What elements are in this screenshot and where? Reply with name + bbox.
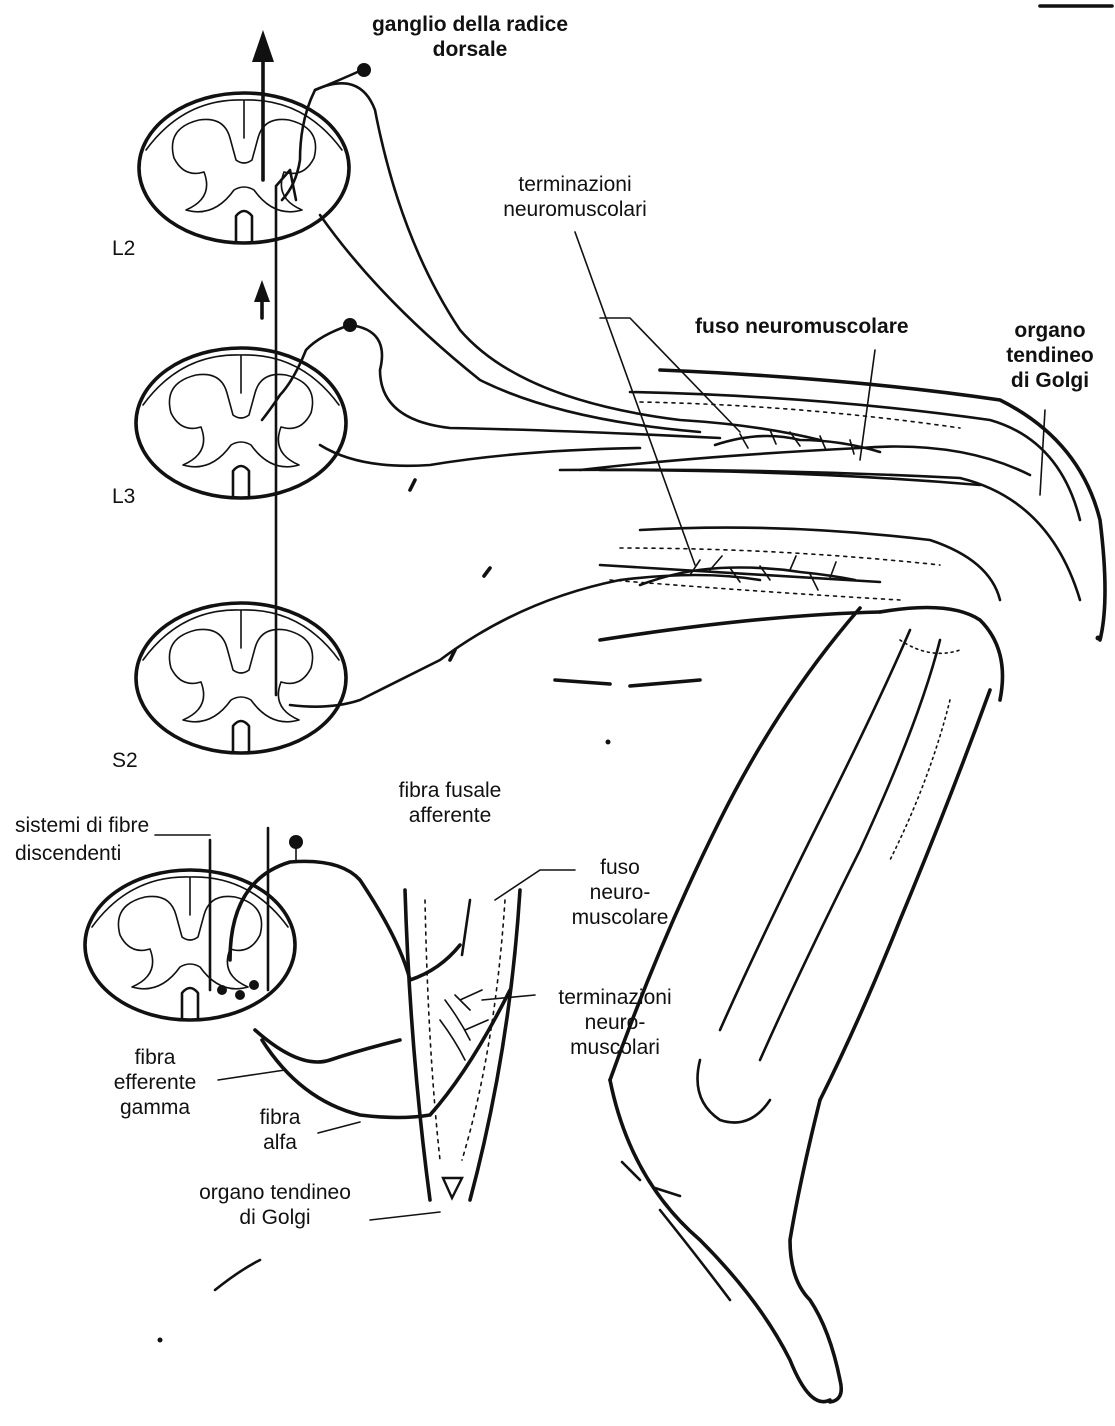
label-golgi-tendon-organ-bottom: organo tendineo di Golgi [160, 1180, 390, 1230]
label-dorsal-root-ganglion: ganglio della radice dorsale [335, 12, 605, 62]
label-muscle-spindle-bottom: fuso neuro- muscolare [560, 855, 680, 930]
foot [610, 1080, 841, 1402]
leader-alfa [318, 1122, 360, 1133]
spinal-cord-detail [85, 870, 295, 1020]
label-gamma-efferent-fiber: fibra efferente gamma [85, 1045, 225, 1120]
spinal-cord-L3 [136, 348, 346, 498]
label-segment-S2: S2 [112, 748, 138, 773]
label-segment-L2: L2 [112, 236, 135, 261]
leader-terminazioni-top [575, 232, 695, 565]
label-afferent-spindle-fiber: fibra fusale afferente [365, 778, 535, 828]
label-descending-fiber-systems: sistemi di fibre discendenti [15, 812, 149, 868]
thigh [555, 370, 1105, 686]
label-segment-L3: L3 [112, 484, 135, 509]
spinal-cord-L2 [139, 93, 349, 243]
label-neuromuscular-endings-bottom: terminazioni neuro- muscolari [535, 985, 695, 1060]
label-alpha-fiber: fibra alfa [240, 1105, 320, 1155]
alpha-fiber [262, 990, 510, 1118]
ascending-arrow-mid [254, 280, 270, 318]
gamma-efferent-fiber [255, 1030, 400, 1062]
leader-efferente [218, 1070, 285, 1080]
ascending-arrow-top [252, 30, 274, 180]
descending-fibers [155, 828, 268, 1000]
spinal-cord-S2 [136, 603, 346, 753]
muscle-detail [405, 890, 520, 1200]
label-neuromuscular-endings-top: terminazioni neuromuscolari [470, 172, 680, 222]
label-muscle-spindle-top: fuso neuromuscolare [695, 314, 909, 339]
label-golgi-tendon-organ-top: organo tendineo di Golgi [990, 318, 1110, 393]
